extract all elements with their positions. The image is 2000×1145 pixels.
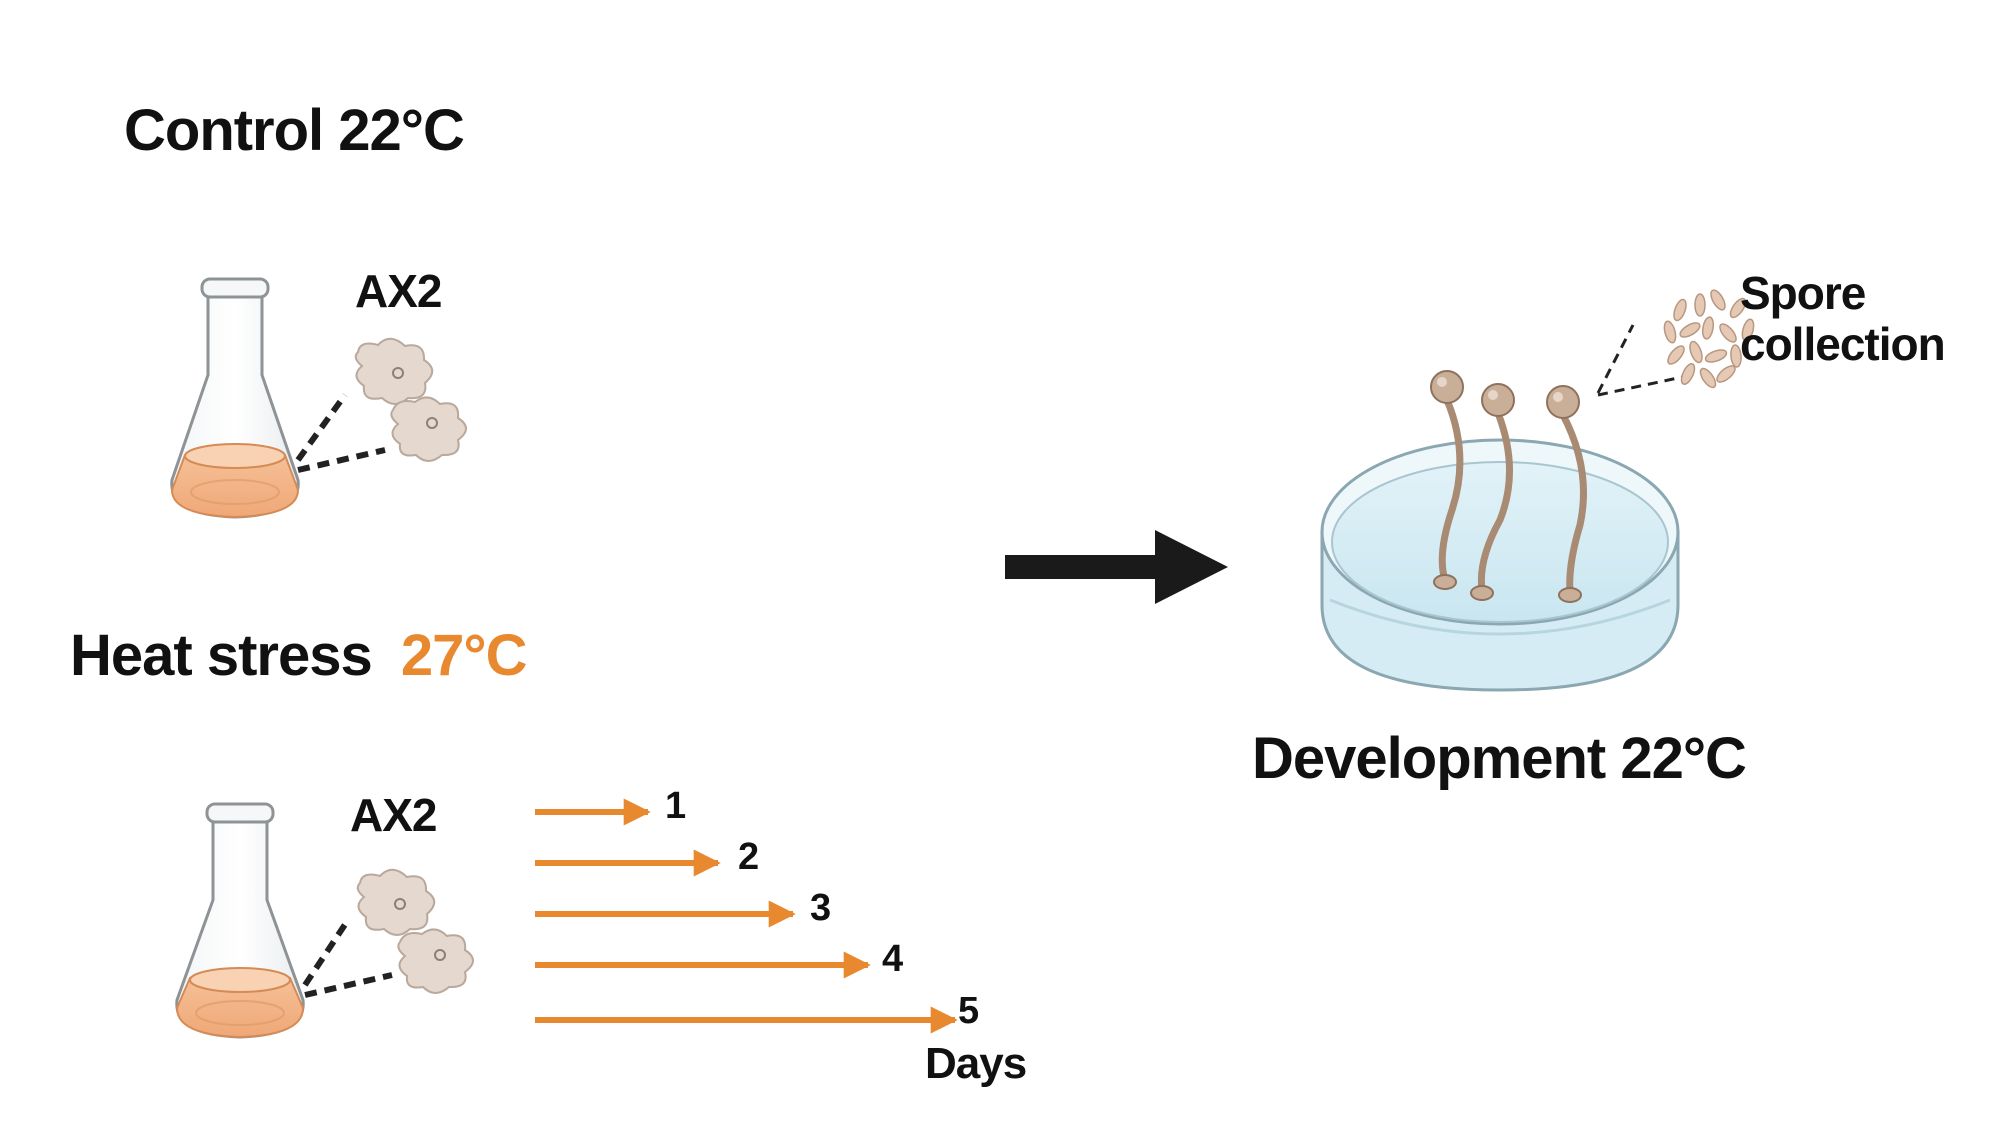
heat-title: Heat stress 27°C [70,627,527,685]
spore-collection-label: Spore collection [1740,267,1946,370]
day-label-3: 3 [810,887,832,929]
control-flask-icon [170,277,300,519]
control-amoeba-cell-icon [354,337,434,405]
control-strain-label: AX2 [355,265,442,317]
heat-amoeba-cell-icon-2 [397,928,474,994]
day-label-4: 4 [882,938,904,980]
petri-dish-icon [1320,438,1680,692]
fruiting-body-icon-3 [1546,385,1587,603]
heat-amoeba-cell-icon [356,868,436,936]
heat-flask-icon [175,802,305,1039]
days-axis-label: Days [925,1039,1027,1088]
heat-strain-label: AX2 [350,789,437,841]
day-label-5: 5 [958,990,980,1032]
heat-title-temp: 27°C [400,623,528,688]
spore-zoom-lines [1596,324,1693,397]
heat-title-text: Heat stress [70,623,373,688]
spore-label-line2: collection [1740,317,1946,370]
day-label-1: 1 [665,785,687,827]
control-amoeba-cell-icon-2 [390,396,467,462]
control-title: Control 22°C [124,98,465,163]
control-zoom-lines [295,393,386,473]
spore-icon [1663,289,1755,389]
day-arrows [535,798,958,1034]
day-label-2: 2 [738,836,760,878]
fruiting-body-icon [1430,370,1464,590]
process-arrow-icon [1005,530,1228,604]
development-title: Development 22°C [1252,726,1747,791]
fruiting-body-icon-2 [1470,383,1515,601]
heat-zoom-lines [302,918,393,998]
spore-label-line1: Spore [1740,267,1866,319]
